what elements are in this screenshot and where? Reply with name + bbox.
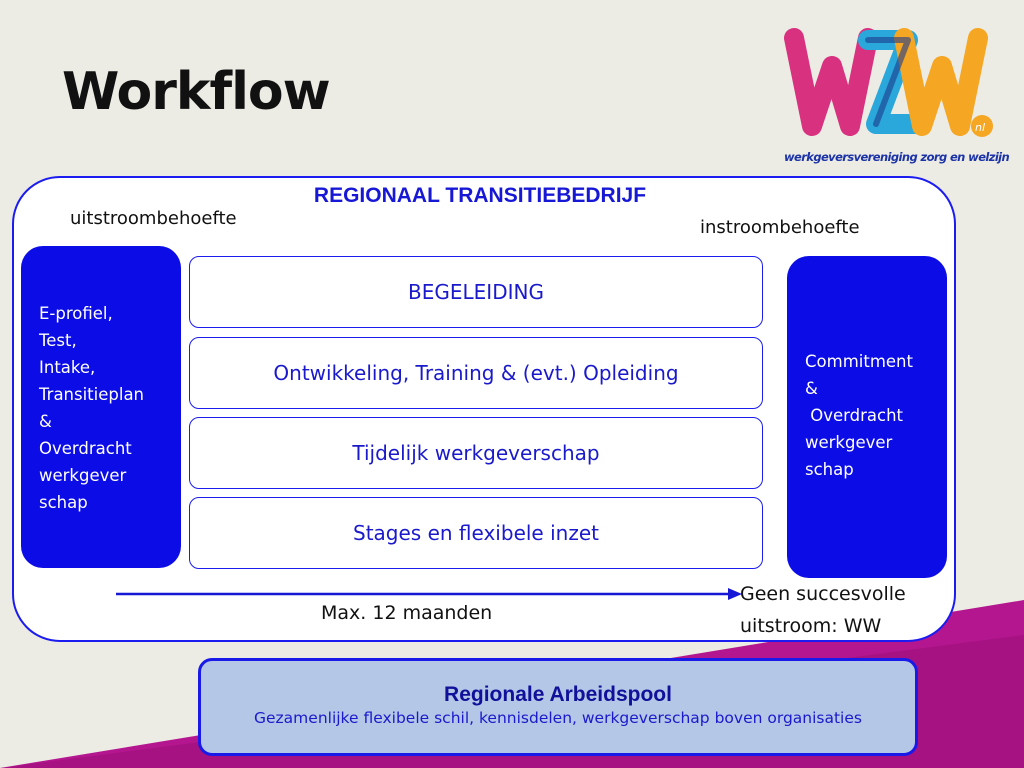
intake-line: werkgever: [39, 466, 127, 485]
wzw-logo: nl: [784, 28, 993, 137]
intake-box: E-profiel, Test, Intake, Transitieplan &…: [21, 246, 181, 568]
pool-subtitle: Gezamenlijke flexibele schil, kennisdele…: [254, 709, 862, 727]
intake-line: Intake,: [39, 358, 96, 377]
commitment-line: werkgever: [805, 433, 893, 452]
timeline-arrow: [116, 588, 742, 600]
intake-line: Overdracht: [39, 439, 132, 458]
logo-tagline: werkgeversvereniging zorg en welzijn: [784, 150, 1010, 164]
intake-line: schap: [39, 493, 88, 512]
commitment-line: schap: [805, 460, 854, 479]
outflow-need-label: uitstroombehoefte: [70, 208, 237, 229]
outcome-line: uitstroom: WW: [740, 615, 882, 637]
stage-ontwikkeling: Ontwikkeling, Training & (evt.) Opleidin…: [189, 337, 763, 409]
stage-begeleiding: BEGELEIDING: [189, 256, 763, 328]
stage-werkgeverschap: Tijdelijk werkgeverschap: [189, 417, 763, 489]
pool-title: Regionale Arbeidspool: [444, 683, 672, 706]
inflow-need-label: instroombehoefte: [700, 217, 860, 238]
intake-line: Test,: [39, 331, 77, 350]
commitment-box: Commitment & Overdracht werkgever schap: [787, 256, 947, 578]
intake-line: Transitieplan: [39, 385, 145, 404]
regional-pool-box: Regionale Arbeidspool Gezamenlijke flexi…: [198, 658, 918, 756]
outcome-line: Geen succesvolle: [740, 583, 906, 605]
svg-text:nl: nl: [975, 121, 985, 134]
frame-title: REGIONAAL TRANSITIEBEDRIJF: [313, 184, 647, 207]
commitment-line: Commitment: [805, 352, 913, 371]
commitment-line: &: [805, 379, 818, 398]
intake-line: E-profiel,: [39, 304, 113, 323]
stage-stages: Stages en flexibele inzet: [189, 497, 763, 569]
duration-label: Max. 12 maanden: [321, 602, 493, 624]
outcome-label: Geen succesvolle uitstroom: WW: [740, 578, 906, 642]
page-title: Workflow: [62, 62, 331, 122]
commitment-line: Overdracht: [805, 406, 904, 425]
intake-line: &: [39, 412, 52, 431]
